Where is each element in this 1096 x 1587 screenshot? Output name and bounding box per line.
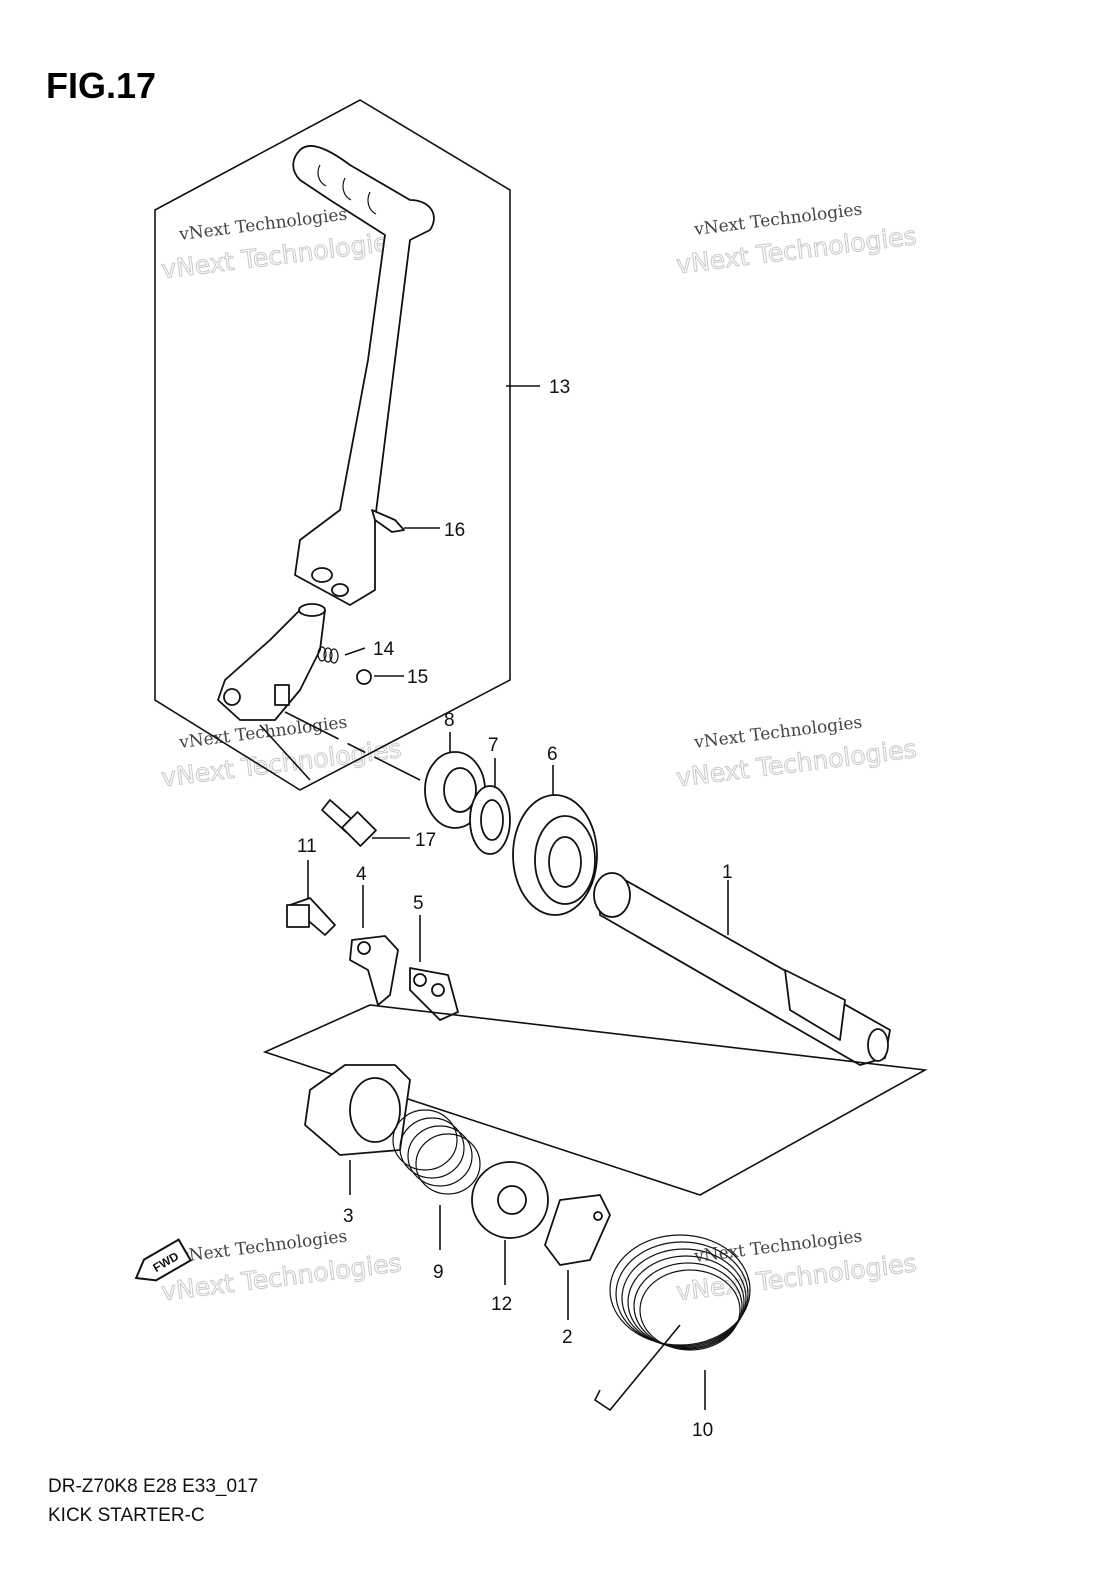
diagram-title: KICK STARTER-C — [48, 1505, 205, 1526]
callout-1: 1 — [722, 862, 733, 883]
kick-pivot — [217, 603, 326, 721]
callout-9: 9 — [433, 1262, 444, 1283]
callout-5: 5 — [413, 893, 424, 914]
callout-17: 17 — [415, 830, 436, 851]
guide-5 — [409, 915, 459, 1021]
kick-shaft-1 — [593, 872, 891, 1066]
gear-6 — [512, 765, 598, 916]
callout-14: 14 — [373, 639, 395, 660]
bolt-17 — [321, 799, 410, 847]
callout-15: 15 — [407, 667, 428, 688]
stopper-2 — [544, 1194, 611, 1320]
callout-12: 12 — [491, 1294, 512, 1315]
watermark: vNext Technologies vNext Technologies — [159, 1227, 403, 1307]
guide-4 — [349, 885, 399, 1006]
callout-3: 3 — [343, 1206, 354, 1227]
coil-spring-10 — [593, 1234, 751, 1412]
watermark-group: vNext Technologies vNext Technologies vN… — [159, 200, 918, 1307]
kick-lever — [292, 145, 435, 606]
spring-9 — [392, 1109, 481, 1250]
axis-bolt — [259, 724, 311, 781]
ball-15 — [356, 669, 372, 685]
callout-11: 11 — [297, 836, 317, 857]
callout-7: 7 — [488, 735, 499, 756]
clip-16 — [371, 509, 440, 533]
watermark: vNext Technologies vNext Technologies — [674, 713, 918, 793]
watermark: vNext Technologies vNext Technologies — [159, 713, 403, 793]
spring-14 — [317, 646, 366, 664]
washer-12 — [471, 1161, 549, 1285]
diagram-code: DR-Z70K8 E28 E33_017 — [48, 1476, 258, 1497]
callout-2: 2 — [562, 1327, 573, 1348]
watermark: vNext Technologies vNext Technologies — [674, 200, 918, 280]
callout-6: 6 — [547, 744, 558, 765]
bolt-11 — [286, 860, 336, 936]
callout-8: 8 — [444, 710, 455, 731]
kick-lever-assembly-outline — [154, 99, 511, 791]
figure-title: FIG.17 — [46, 65, 156, 106]
callout-16: 16 — [444, 520, 465, 541]
callout-13: 13 — [549, 377, 570, 398]
watermark: vNext Technologies vNext Technologies — [674, 1227, 918, 1307]
axis-lever — [284, 711, 421, 781]
callout-10: 10 — [692, 1420, 713, 1441]
washer-7 — [469, 758, 511, 855]
ratchet-3 — [304, 1064, 411, 1195]
lower-assembly-outline — [262, 1004, 928, 1196]
callout-4: 4 — [356, 864, 367, 885]
fwd-arrow-icon: FWD — [134, 1238, 193, 1282]
bearing-8 — [424, 732, 486, 829]
callout-labels: 1 2 3 4 5 6 7 8 9 10 11 12 13 14 15 16 1… — [297, 377, 733, 1441]
